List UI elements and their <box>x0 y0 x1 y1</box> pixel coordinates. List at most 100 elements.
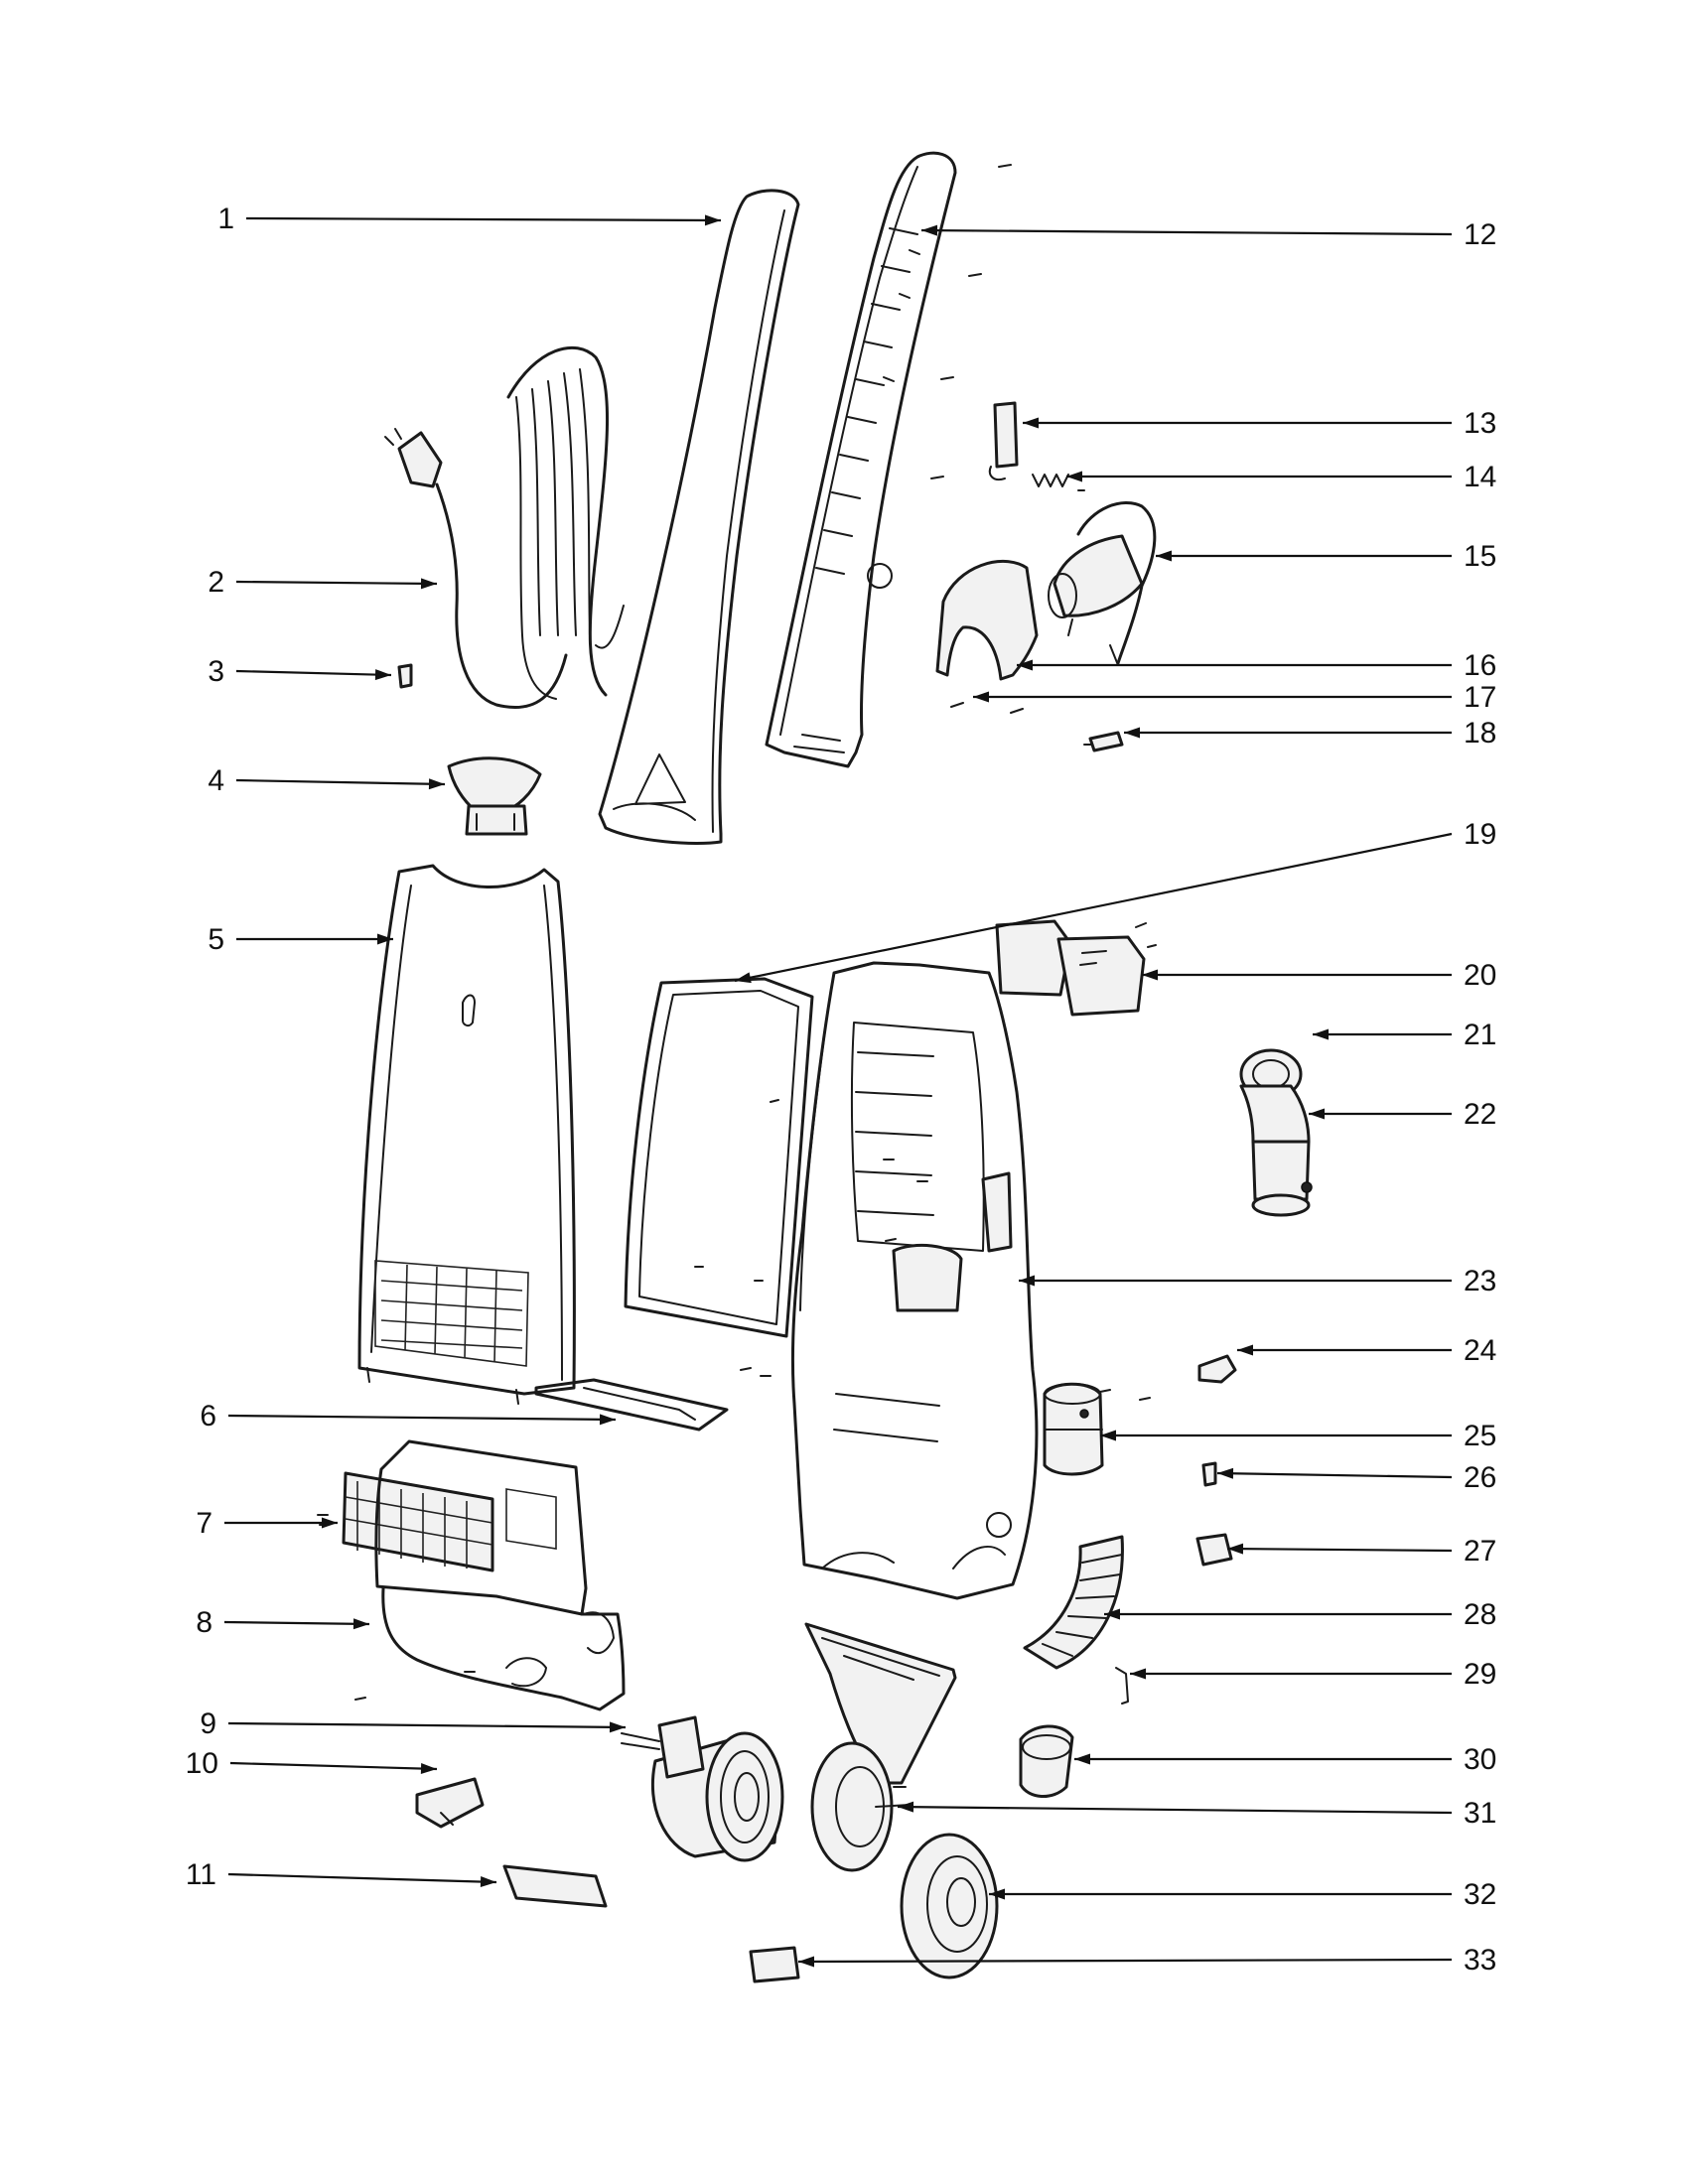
part-light-lens-cover <box>935 559 1039 681</box>
leader-arrowhead-16 <box>1017 659 1033 671</box>
leader-arrowhead-1 <box>704 214 721 226</box>
callout-number-32: 32 <box>1464 1878 1496 1911</box>
callout-number-5: 5 <box>208 923 224 956</box>
callout-number-30: 30 <box>1464 1743 1496 1776</box>
part-label-plate <box>502 1864 608 1908</box>
callout-number-2: 2 <box>208 566 224 599</box>
part-wheel <box>900 1833 999 1979</box>
callout-number-27: 27 <box>1464 1535 1496 1568</box>
part-hose-elbow <box>1239 1048 1311 1144</box>
callout-number-33: 33 <box>1464 1944 1496 1977</box>
leader-arrowhead-30 <box>1074 1753 1090 1765</box>
callout-number-1: 1 <box>217 203 234 235</box>
part-screws-17 <box>950 702 1024 714</box>
leader-arrowhead-18 <box>1124 727 1140 739</box>
leader-line-3 <box>235 669 392 677</box>
part-power-cord <box>384 345 625 710</box>
callout-number-12: 12 <box>1464 218 1496 251</box>
callout-number-9: 9 <box>200 1707 216 1740</box>
leader-arrowhead-25 <box>1100 1430 1116 1441</box>
callout-number-16: 16 <box>1464 649 1496 682</box>
leader-arrowhead-10 <box>420 1763 437 1775</box>
part-ring-30 <box>1019 1724 1074 1798</box>
leader-arrowhead-20 <box>1142 969 1158 981</box>
part-motor <box>621 1715 784 1862</box>
callout-number-11: 11 <box>186 1858 216 1891</box>
part-hose-tube <box>1251 1140 1313 1217</box>
callout-number-20: 20 <box>1464 959 1496 992</box>
callout-number-25: 25 <box>1464 1420 1496 1452</box>
part-hose-clip <box>1115 1667 1129 1705</box>
leader-line-2 <box>235 580 438 586</box>
leader-arrowhead-27 <box>1227 1543 1244 1555</box>
leader-line-12 <box>920 228 1453 236</box>
leader-arrowhead-5 <box>377 933 393 945</box>
leader-line-31 <box>897 1805 1453 1815</box>
leader-arrowhead-13 <box>1023 417 1039 429</box>
leader-line-1 <box>245 216 722 222</box>
part-handle-rear <box>765 151 1012 768</box>
part-connector-27 <box>1195 1533 1233 1567</box>
callout-number-14: 14 <box>1464 461 1496 493</box>
part-connector-24 <box>1197 1354 1237 1384</box>
leader-arrowhead-7 <box>322 1517 338 1529</box>
callout-number-18: 18 <box>1464 717 1496 750</box>
callout-labels: 1234567891011121314151617181920212223242… <box>186 203 1497 1977</box>
leader-arrowhead-32 <box>989 1888 1005 1900</box>
part-switch-housing <box>995 919 1157 1017</box>
leader-line-10 <box>229 1761 438 1771</box>
leader-arrowhead-6 <box>599 1414 616 1426</box>
leader-arrowhead-9 <box>609 1721 626 1733</box>
callout-number-19: 19 <box>1464 818 1496 851</box>
callout-number-4: 4 <box>208 764 224 797</box>
leader-arrowhead-26 <box>1217 1467 1234 1479</box>
callout-number-24: 24 <box>1464 1334 1496 1367</box>
callout-number-26: 26 <box>1464 1461 1496 1494</box>
leader-line-27 <box>1226 1547 1453 1553</box>
leader-arrowhead-33 <box>798 1956 815 1968</box>
leader-arrowhead-24 <box>1237 1344 1253 1356</box>
leader-arrowhead-17 <box>973 691 989 703</box>
leader-arrowhead-12 <box>921 224 938 236</box>
leader-arrowhead-21 <box>1313 1028 1329 1040</box>
leader-arrowhead-11 <box>480 1876 496 1888</box>
leader-line-26 <box>1216 1471 1453 1479</box>
leader-line-11 <box>227 1872 497 1884</box>
part-latch-10 <box>415 1777 485 1829</box>
leader-arrowhead-29 <box>1130 1668 1146 1680</box>
callout-number-15: 15 <box>1464 540 1496 573</box>
part-flex-hose <box>1023 1535 1124 1670</box>
callout-number-7: 7 <box>196 1507 212 1540</box>
leader-arrowhead-28 <box>1104 1608 1120 1620</box>
callout-number-23: 23 <box>1464 1265 1496 1297</box>
leader-arrowhead-23 <box>1019 1275 1035 1287</box>
callout-number-22: 22 <box>1464 1098 1496 1131</box>
leader-arrowhead-14 <box>1066 471 1082 482</box>
leader-arrowhead-22 <box>1309 1108 1325 1120</box>
part-pad-33 <box>749 1946 800 1983</box>
leader-arrowhead-2 <box>420 578 437 590</box>
leader-arrowhead-19 <box>735 972 752 984</box>
part-small-clip-3 <box>397 663 413 689</box>
leader-line-19 <box>734 832 1453 983</box>
part-lower-filter-housing <box>354 1439 626 1711</box>
part-filter-tray <box>534 1378 729 1432</box>
part-handle-front-cover <box>598 189 800 845</box>
part-headlight-assembly <box>1048 501 1157 666</box>
leader-line-9 <box>227 1721 627 1729</box>
leader-line-33 <box>797 1958 1453 1964</box>
callout-number-28: 28 <box>1464 1598 1496 1631</box>
leader-arrowhead-3 <box>374 669 391 681</box>
leader-line-6 <box>227 1414 617 1422</box>
part-spring <box>1032 474 1085 491</box>
leader-arrowhead-15 <box>1156 550 1172 562</box>
callout-number-21: 21 <box>1464 1019 1496 1051</box>
part-hepa-filter <box>317 1471 494 1572</box>
part-main-body-housing <box>740 961 1039 1600</box>
part-connector-18 <box>1083 731 1124 752</box>
callout-number-10: 10 <box>186 1747 218 1780</box>
part-fan-housing-cap <box>1043 1382 1151 1476</box>
callout-number-3: 3 <box>208 655 224 688</box>
part-nozzle-carriage <box>804 1622 957 1872</box>
